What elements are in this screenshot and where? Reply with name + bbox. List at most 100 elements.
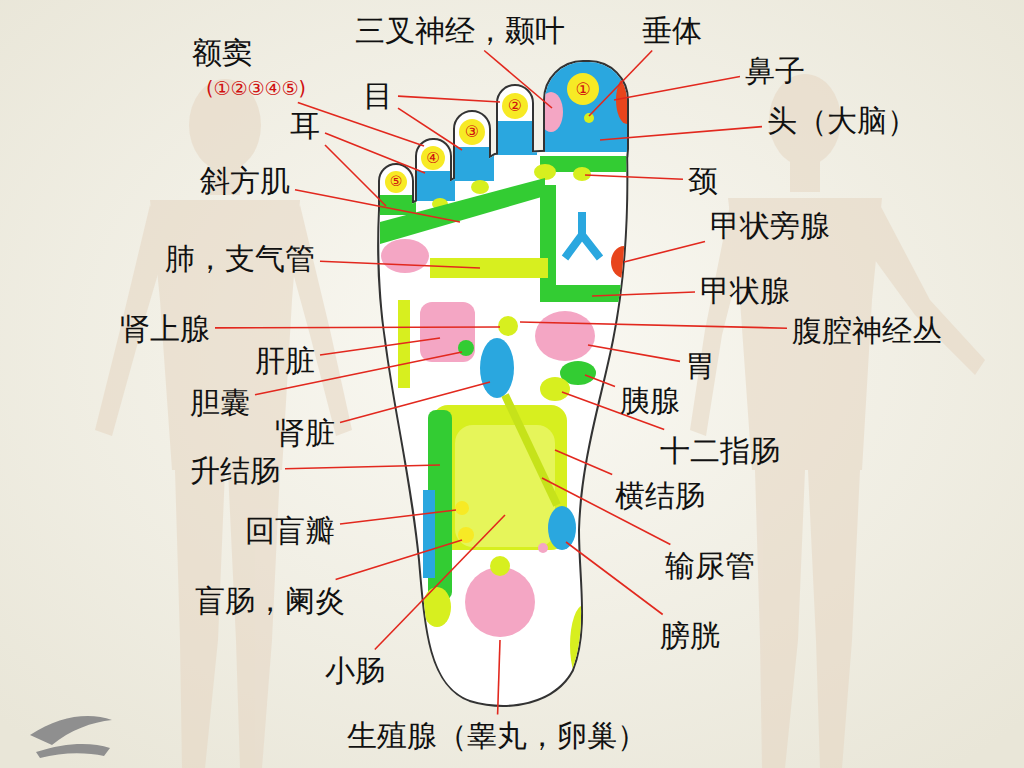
organ-label: 十二指肠: [660, 434, 780, 467]
leader-line: [340, 510, 456, 524]
leader-line: [555, 450, 612, 475]
reflex-zone: [459, 119, 485, 145]
reflex-zone: [376, 55, 638, 685]
organ-label: 颈: [688, 164, 718, 197]
leader-line: [566, 542, 663, 615]
reflex-zone: [480, 338, 514, 398]
organ-label: 肾上腺: [120, 312, 210, 345]
organ-label: 盲肠，阑炎: [195, 584, 345, 617]
anatomy-figure: [808, 470, 860, 768]
reflex-zone: [498, 316, 518, 336]
anatomy-figure: [790, 160, 820, 192]
organ-label: 输尿管: [665, 549, 755, 582]
reflex-zone: [430, 258, 548, 278]
leader-line: [589, 51, 652, 117]
leader-line: [498, 640, 500, 715]
reflex-zone: [539, 92, 563, 132]
organ-label: 额窦: [192, 36, 252, 69]
reflex-zone: [381, 239, 429, 273]
reflex-zone: [420, 302, 475, 362]
reflex-zone: [534, 164, 556, 180]
organ-label: 肝脏: [255, 344, 315, 377]
reflex-zone: [570, 605, 598, 685]
organ-label: 甲状腺: [700, 274, 790, 307]
leader-line: [375, 515, 505, 650]
organ-label: 胃: [685, 349, 715, 382]
reflex-zone: [423, 587, 451, 627]
leader-line: [340, 382, 490, 423]
organ-label: 腹腔神经丛: [792, 314, 942, 347]
logo-mark: [30, 716, 112, 745]
anatomy-figure: [95, 74, 985, 768]
reflex-zone: [548, 506, 576, 550]
organ-label: 肾脏: [275, 416, 335, 449]
reflex-zone: [584, 113, 594, 123]
toe-number: ③: [465, 123, 479, 141]
organ-label: 肺，支气管: [165, 242, 315, 275]
reflex-zone: [540, 377, 570, 401]
organ-label: 垂体: [642, 14, 702, 47]
leader-line: [295, 190, 460, 222]
reflex-zone: [385, 171, 407, 193]
leader-line: [600, 127, 762, 140]
leader-line: [614, 77, 740, 101]
leader-line: [592, 292, 695, 296]
reflex-zone: [505, 395, 557, 505]
organ-label: 膀胱: [660, 619, 720, 652]
anatomy-figure: [284, 205, 352, 436]
reflex-zone: [413, 171, 455, 201]
toe-number: ②: [508, 97, 522, 115]
reflex-zone: [490, 556, 510, 576]
reflex-zone: [573, 167, 591, 181]
foot-fill: [379, 150, 626, 705]
reflex-zone: [493, 121, 537, 155]
leader-line: [398, 108, 462, 150]
organ-label: 三叉神经，颞叶: [355, 14, 565, 47]
reflex-zone: [423, 490, 435, 578]
leader-line: [585, 375, 615, 387]
reflex-zone: [421, 146, 445, 170]
anatomy-figure: [755, 470, 805, 768]
organ-label: 回盲瓣: [245, 514, 335, 547]
reflex-zone: [565, 212, 600, 258]
toe-number: ①: [575, 80, 590, 99]
leader-line: [588, 345, 680, 361]
leader-line: [624, 242, 705, 263]
toe-number: ⑤: [390, 174, 403, 189]
reflex-zone: [535, 311, 595, 361]
organ-label: 头（大脑）: [767, 104, 917, 137]
reflex-zone: [465, 567, 535, 637]
reflex-zone: [502, 93, 528, 119]
reflex-zone: [450, 147, 494, 181]
reflex-zone: [538, 543, 548, 553]
leader-line: [320, 261, 480, 268]
organ-label: 横结肠: [615, 479, 705, 512]
logo-mark: [30, 716, 112, 758]
logo-mark: [36, 744, 110, 758]
organ-label: 目: [363, 79, 393, 112]
reflex-zone: [455, 501, 469, 515]
leader-line: [336, 540, 462, 580]
organ-label: 耳: [290, 109, 320, 142]
reflex-zone: [567, 73, 599, 105]
toe-number: ④: [426, 150, 439, 167]
reflex-zone: [616, 76, 638, 124]
anatomy-figure: [175, 470, 225, 768]
organ-label: 胆囊: [190, 386, 250, 419]
reflex-zone: [540, 185, 632, 302]
leader-line: [215, 326, 500, 328]
organ-label: 鼻子: [745, 54, 805, 87]
leader-line: [520, 322, 787, 328]
leader-line: [325, 133, 425, 173]
leader-line: [285, 465, 440, 469]
reflex-zone: [455, 425, 555, 547]
foot-outline: [379, 150, 626, 705]
toe-index: (①②③④⑤): [206, 78, 306, 99]
anatomy-figure: [864, 205, 985, 375]
organ-label: 斜方肌: [200, 164, 290, 197]
organ-label: 小肠: [325, 654, 385, 687]
organ-label: 升结肠: [190, 454, 280, 487]
leader-line: [585, 175, 683, 179]
